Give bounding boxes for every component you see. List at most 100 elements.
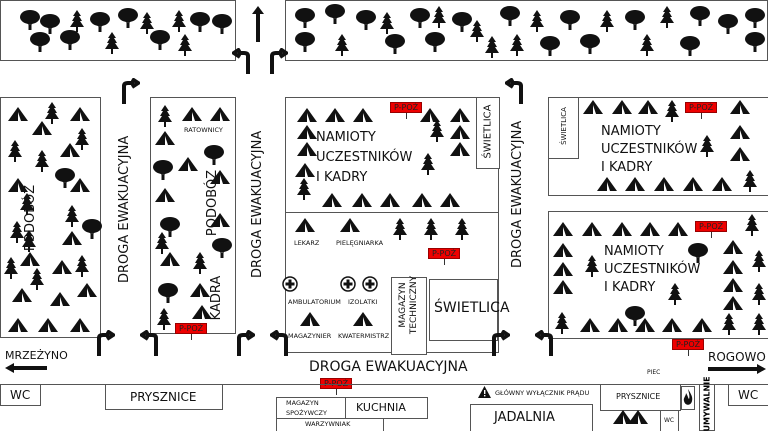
deciduous-tree-icon [680, 36, 700, 56]
fire-point-marker: P-POŻ [672, 339, 705, 356]
pine-tree-icon [8, 140, 22, 162]
evacuation-arrow-icon [492, 330, 510, 356]
pine-tree-icon [20, 193, 34, 215]
tent-icon [723, 260, 743, 274]
pine-tree-icon [193, 252, 207, 274]
deciduous-tree-icon [30, 32, 50, 52]
tent-icon [70, 318, 90, 332]
tent-icon [668, 222, 688, 236]
tent-icon [20, 252, 40, 266]
tent-icon [553, 262, 573, 276]
tent-icon [8, 318, 28, 332]
pine-tree-icon [22, 230, 36, 252]
tent-icon [12, 288, 32, 302]
pine-tree-icon [743, 170, 757, 192]
tent-icon [340, 218, 360, 232]
tent-icon [553, 243, 573, 257]
swietlica-big: ŚWIETLICA [429, 279, 510, 341]
label-warzywniak: WARZYWNIAK [305, 420, 351, 428]
tent-icon [52, 260, 72, 274]
tent-icon [582, 222, 602, 236]
tent-icon [612, 222, 632, 236]
deciduous-tree-icon [540, 36, 560, 56]
piec [681, 386, 695, 410]
tent-icon [50, 292, 70, 306]
pine-tree-icon [157, 308, 171, 330]
pine-tree-icon [752, 250, 766, 272]
tent-icon [70, 107, 90, 121]
tent-icon [692, 318, 712, 332]
label-techniczny: TECHNICZNY [409, 275, 419, 335]
fire-point-marker: P-POŻ [390, 102, 423, 119]
evacuation-arrow-icon [270, 48, 288, 74]
road-label-vertical: DROGA EWAKUACYJNA [250, 130, 265, 278]
tent-icon [640, 222, 660, 236]
fire-point-marker: P-POŻ [685, 102, 718, 119]
label-glowny-wylacznik: GŁÓWNY WYŁĄCZNIK PRĄDU [495, 389, 590, 397]
deciduous-tree-icon [690, 6, 710, 26]
warzywniak: WARZYWNIAK [276, 418, 384, 431]
first-aid-icon [362, 276, 378, 292]
tent-icon [38, 318, 58, 332]
road-edge [0, 384, 768, 385]
tent-icon [628, 410, 648, 424]
label-wc: WC [10, 388, 31, 402]
tent-icon [178, 157, 198, 171]
deciduous-tree-icon [580, 34, 600, 54]
pine-tree-icon [30, 268, 44, 290]
pine-tree-icon [640, 34, 654, 56]
deciduous-tree-icon [150, 30, 170, 50]
deciduous-tree-icon [356, 10, 376, 30]
deciduous-tree-icon [745, 8, 765, 28]
deciduous-tree-icon [425, 32, 445, 52]
tent-icon [730, 100, 750, 114]
wc-left: WC [0, 384, 41, 406]
tent-icon [77, 283, 97, 297]
fire-point-marker: P-POŻ [320, 378, 353, 395]
pine-tree-icon [430, 120, 444, 142]
pine-tree-icon [70, 10, 84, 32]
tent-icon [300, 312, 320, 326]
deciduous-tree-icon [625, 10, 645, 30]
fire-point-marker: P-POŻ [428, 248, 461, 265]
tent-icon [32, 121, 52, 135]
first-aid-icon [340, 276, 356, 292]
tent-icon [450, 142, 470, 156]
pine-tree-icon [432, 6, 446, 28]
tent-icon [723, 296, 743, 310]
swietlica-small: ŚWIETLICA [476, 97, 500, 169]
tent-icon [450, 125, 470, 139]
deciduous-tree-icon [410, 8, 430, 28]
zone-label: I KADRY [601, 160, 653, 175]
tent-icon [723, 240, 743, 254]
deciduous-tree-icon [718, 14, 738, 34]
label-izolatki: IZOLATKI [348, 298, 378, 306]
tent-icon [8, 178, 28, 192]
magazyn-techniczny: MAGAZYN TECHNICZNY [391, 276, 427, 355]
pine-tree-icon [4, 257, 18, 279]
arrow-right-icon [708, 364, 766, 374]
road-label-vertical: DROGA EWAKUACYJNA [510, 120, 525, 268]
pine-tree-icon [722, 313, 736, 335]
tent-icon [210, 170, 230, 184]
tent-icon [160, 252, 180, 266]
pine-tree-icon [745, 214, 759, 236]
pine-tree-icon [510, 34, 524, 56]
tent-icon [440, 193, 460, 207]
deciduous-tree-icon [20, 10, 40, 30]
label-lekarz: LEKARZ [294, 239, 320, 247]
label-magazyn: MAGAZYN [286, 399, 319, 407]
label-magazyn: MAGAZYN [398, 282, 408, 328]
prysznice-left: PRYSZNICE [105, 384, 223, 410]
pine-tree-icon [393, 218, 407, 240]
deciduous-tree-icon [385, 34, 405, 54]
tent-icon [683, 177, 703, 191]
warning-icon [478, 386, 491, 398]
label-swietlica: ŚWIETLICA [482, 104, 494, 159]
pine-tree-icon [470, 20, 484, 42]
deciduous-tree-icon [295, 8, 315, 28]
tent-icon [353, 312, 373, 326]
tent-icon [190, 283, 210, 297]
tent-icon [612, 100, 632, 114]
